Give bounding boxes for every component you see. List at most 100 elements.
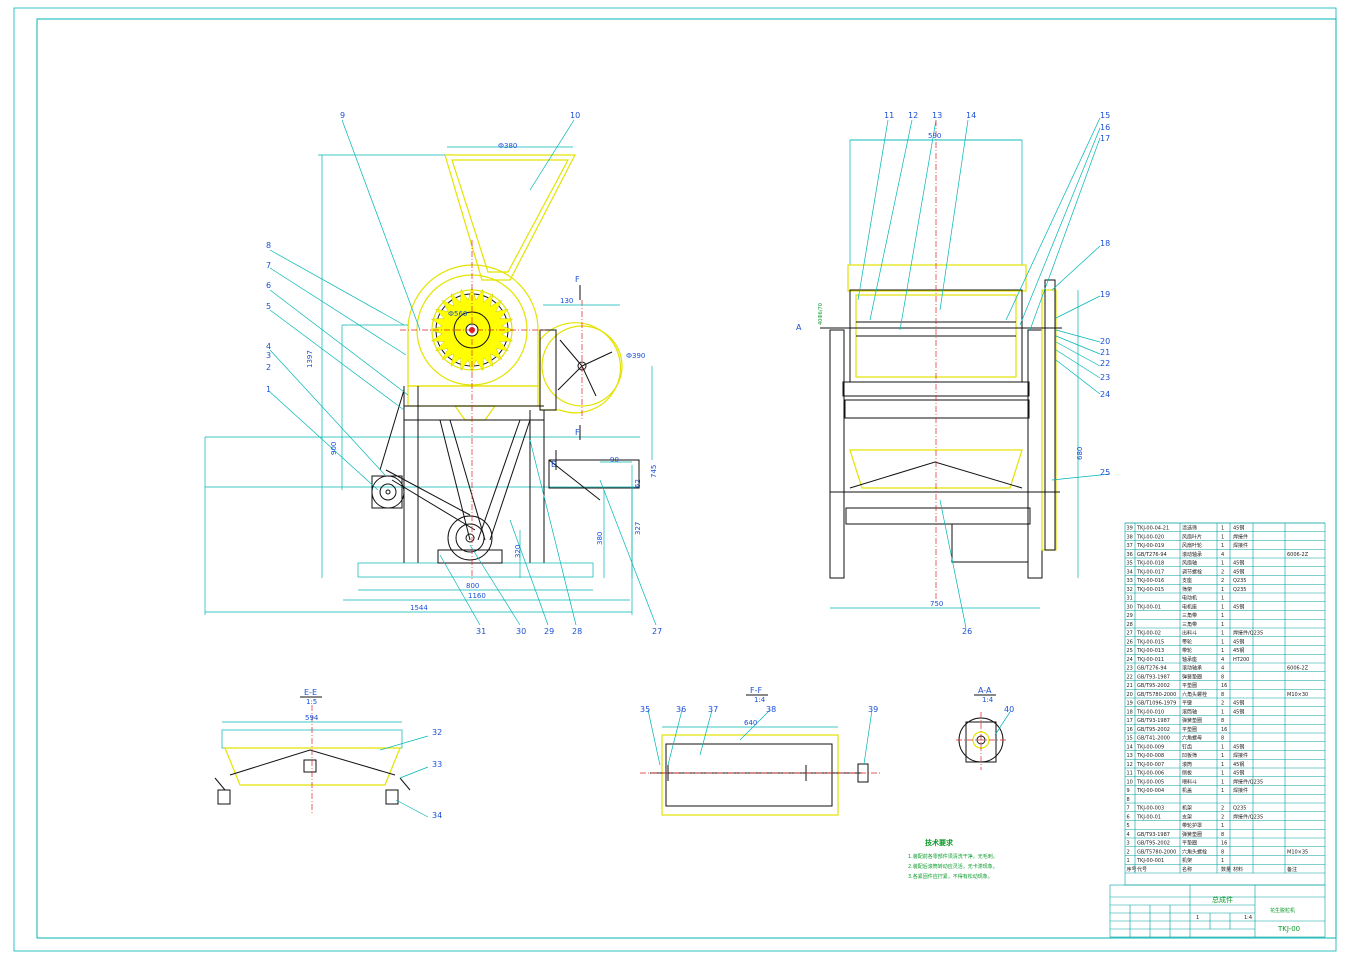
bom-cell: TKJ-00-005 <box>1136 779 1164 785</box>
bom-cell: GB/T95-2002 <box>1137 727 1170 733</box>
part-2: 2 <box>266 363 271 372</box>
bom-cell: 8 <box>1221 849 1224 855</box>
bom-cell: 1 <box>1221 762 1224 768</box>
bom-cell: 3 <box>1127 841 1130 847</box>
title-block-sheet: 1 <box>1196 915 1199 921</box>
bom-cell: 2 <box>1221 569 1224 575</box>
part-16: 16 <box>1100 123 1110 132</box>
bom-cell: 1 <box>1221 534 1224 540</box>
bom-cell: TKJ-00-001 <box>1136 858 1164 864</box>
bom-cell: TKJ-00-04-21 <box>1136 526 1169 532</box>
bom-cell: 6006-2Z <box>1287 552 1309 558</box>
bom-cell: 风扇叶轮 <box>1182 542 1202 549</box>
title-block-drawing-no: TKJ-00 <box>1277 925 1300 933</box>
bom-cell: 2 <box>1221 814 1224 820</box>
bom-cell: 19 <box>1127 701 1133 707</box>
bom-cell: 13 <box>1127 753 1133 759</box>
bom-cell: 16 <box>1127 727 1133 733</box>
bom-cell: 1 <box>1221 648 1224 654</box>
bom-cell: 支座 <box>1182 577 1192 584</box>
dim-hopper-width: Ф380 <box>498 142 517 150</box>
bom-cell: 六角头螺栓 <box>1182 691 1207 698</box>
bom-cell: 1 <box>1221 526 1224 532</box>
bom-cell: 1 <box>1221 604 1224 610</box>
bom-cell: 1 <box>1221 779 1224 785</box>
bom-cell: 27 <box>1127 631 1133 637</box>
bom-cell: 32 <box>1127 587 1133 593</box>
bom-cell: 4 <box>1221 552 1224 558</box>
bom-cell: GB/T93-1987 <box>1137 674 1170 680</box>
bom-cell: Q235 <box>1233 587 1246 593</box>
bom-cell: 45钢 <box>1233 638 1244 645</box>
section-f-scale: 1:4 <box>754 696 766 704</box>
bom-cell: 33 <box>1127 578 1133 584</box>
bom-cell: 三角带 <box>1182 621 1197 628</box>
bom-cell: GB/T41-2000 <box>1137 736 1170 742</box>
bom-cell: 喂料斗 <box>1182 778 1197 785</box>
bom-cell: 滚筒轴 <box>1182 708 1197 715</box>
arrow-f-top: F <box>575 275 580 284</box>
part-9: 9 <box>340 111 345 120</box>
bom-cell: 23 <box>1127 666 1133 672</box>
part-22: 22 <box>1100 359 1110 368</box>
bom-cell: TKJ-00-01 <box>1136 814 1161 820</box>
arrow-a: A <box>796 323 802 332</box>
bom-cell: 16 <box>1221 841 1227 847</box>
dim-side-height: 900 <box>330 442 338 455</box>
bom-cell: TKJ-00-01 <box>1136 604 1161 610</box>
bom-cell: 8 <box>1127 797 1130 803</box>
bom-cell: GB/T93-1987 <box>1137 832 1170 838</box>
part-23: 23 <box>1100 373 1110 382</box>
bom-cell: 调节螺栓 <box>1182 568 1202 575</box>
bom-cell: 1 <box>1221 858 1224 864</box>
part-37: 37 <box>708 705 718 714</box>
bom-cell: 1 <box>1221 587 1224 593</box>
bom-cell: GB/T93-1987 <box>1137 718 1170 724</box>
bom-cell: 1 <box>1221 823 1224 829</box>
bom-cell: 机盖 <box>1182 787 1192 794</box>
bom-cell: Q235 <box>1233 806 1246 812</box>
tech-req-line-2: 2.装配后滚筒转动应灵活，无卡滞现象。 <box>908 863 998 870</box>
part-40: 40 <box>1004 705 1014 714</box>
bom-header-cell: 序号 <box>1127 866 1137 873</box>
part-31: 31 <box>476 627 486 636</box>
part-1: 1 <box>266 385 271 394</box>
part-15: 15 <box>1100 111 1110 120</box>
bom-cell: 弹簧垫圈 <box>1182 831 1202 838</box>
dim-right-h2: 380 <box>596 532 604 545</box>
bom-cell: 25 <box>1127 648 1133 654</box>
bom-cell: 1 <box>1221 543 1224 549</box>
bom-cell: 35 <box>1127 561 1133 567</box>
title-block-scale: 1:4 <box>1244 915 1252 921</box>
dim-right-h3: 327 <box>634 522 642 535</box>
bom-cell: 凹板筛 <box>1182 752 1197 759</box>
bom-cell: 风扇轴 <box>1182 560 1197 567</box>
part-8: 8 <box>266 241 271 250</box>
bom-cell: 45钢 <box>1233 708 1244 715</box>
bom-cell: 三角带 <box>1182 612 1197 619</box>
arrow-e: E <box>551 460 556 469</box>
bom-cell: 10 <box>1127 779 1133 785</box>
part-25: 25 <box>1100 468 1110 477</box>
bom-cell: 电动机 <box>1182 595 1197 602</box>
bom-cell: 38 <box>1127 534 1133 540</box>
bom-cell: 2 <box>1221 578 1224 584</box>
dim-fan-dia: Ф390 <box>626 352 645 360</box>
bom-cell: TKJ-00-015 <box>1136 639 1164 645</box>
bom-cell: TKJ-00-004 <box>1136 788 1164 794</box>
bom-cell: 1 <box>1221 639 1224 645</box>
dim-side-top-w: 590 <box>928 132 941 140</box>
bom-cell: 平键 <box>1182 700 1192 707</box>
side-left-note: 40Ф6/70 <box>818 303 824 325</box>
bom-cell: 电机座 <box>1182 603 1197 610</box>
bom-cell: 18 <box>1127 709 1133 715</box>
bom-cell: GB/T1096-1979 <box>1137 701 1176 707</box>
bom-cell: 滚动轴承 <box>1182 665 1202 672</box>
dim-base-width: 800 <box>466 582 479 590</box>
bom-cell: TKJ-00-006 <box>1136 771 1164 777</box>
part-30: 30 <box>516 627 526 636</box>
bom-cell: 钉齿 <box>1182 743 1192 750</box>
part-29: 29 <box>544 627 554 636</box>
bom-cell: 16 <box>1221 727 1227 733</box>
